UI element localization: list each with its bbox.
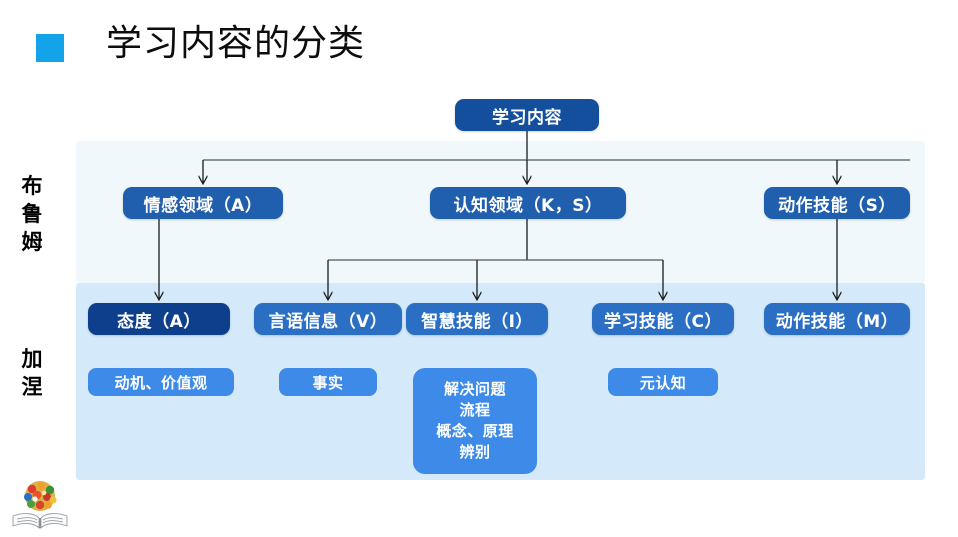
side-label-bloom: 布 鲁 姆	[14, 172, 50, 256]
node-intellectual-skill[interactable]: 智慧技能（I）	[406, 303, 548, 335]
side-label-bloom-char-1: 鲁	[21, 202, 43, 226]
leaf-intellectual-details[interactable]: 解决问题 流程 概念、原理 辨别	[413, 368, 537, 474]
side-label-gagne: 加 涅	[14, 345, 50, 401]
node-verbal-information[interactable]: 言语信息（V）	[254, 303, 402, 335]
leaf-fact[interactable]: 事实	[279, 368, 377, 396]
side-label-bloom-char-2: 姆	[21, 230, 43, 254]
node-learning-skill[interactable]: 学习技能（C）	[592, 303, 734, 335]
open-book-tree-logo	[12, 481, 68, 530]
side-label-gagne-char-1: 涅	[21, 375, 43, 399]
side-label-bloom-char-0: 布	[21, 174, 43, 198]
node-learning-content[interactable]: 学习内容	[455, 99, 599, 131]
side-label-gagne-char-0: 加	[21, 347, 43, 371]
node-affective-domain[interactable]: 情感领域（A）	[123, 187, 283, 219]
title-bullet-icon	[36, 34, 64, 62]
page-title: 学习内容的分类	[106, 23, 366, 64]
node-psychomotor-domain[interactable]: 动作技能（S）	[764, 187, 910, 219]
node-cognitive-domain[interactable]: 认知领域（K，S）	[430, 187, 626, 219]
leaf-metacognition[interactable]: 元认知	[608, 368, 718, 396]
node-motor-skill[interactable]: 动作技能（M）	[764, 303, 910, 335]
leaf-motivation-values[interactable]: 动机、价值观	[88, 368, 234, 396]
node-attitude[interactable]: 态度（A）	[88, 303, 230, 335]
